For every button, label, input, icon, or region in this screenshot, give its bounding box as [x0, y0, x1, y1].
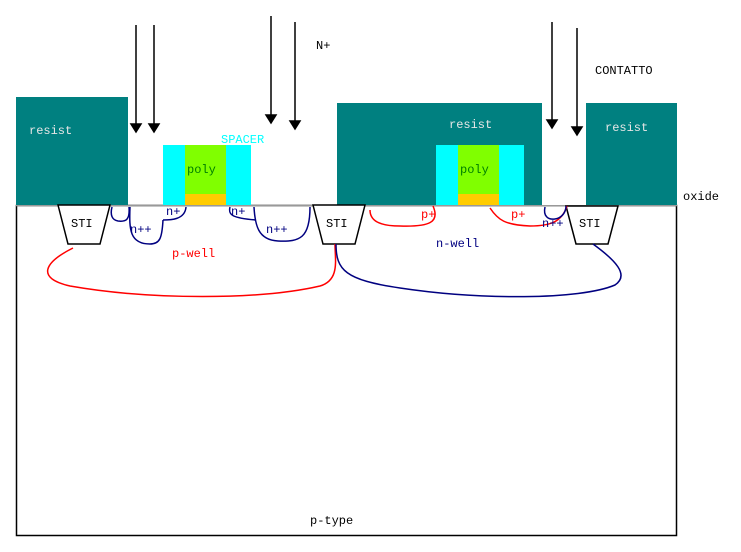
spacer-left [436, 145, 458, 205]
poly-label-left: poly [187, 163, 216, 177]
arrow-head-icon [129, 123, 143, 134]
nmos-gate [163, 145, 251, 205]
substrate-outline [15, 204, 678, 537]
arrow-head-icon [147, 123, 161, 134]
n-p-label-right: n+ [231, 205, 245, 219]
spacer-label: SPACER [221, 133, 264, 147]
n-pp-label-left: n++ [130, 223, 152, 237]
poly-label-right: poly [460, 163, 489, 177]
sti-right [565, 205, 619, 245]
p-p-label-left: p+ [421, 208, 435, 222]
resist-block-left [16, 97, 128, 205]
n-pp-contact-label: n++ [542, 217, 564, 231]
arrow-head-icon [264, 114, 278, 125]
n-well-label: n-well [436, 237, 479, 251]
resist-label-left: resist [29, 124, 72, 138]
p-well-label: p-well [172, 247, 215, 261]
arrow-head-icon [288, 120, 302, 131]
p-p-left [369, 205, 436, 227]
arrow-head-icon [545, 119, 559, 130]
sti-label-left: STI [71, 217, 93, 231]
n-pp-left [129, 206, 164, 245]
gate-oxide [185, 194, 226, 205]
resist-block-right [586, 103, 677, 205]
implant-arrows [129, 16, 584, 137]
p-well-boundary [47, 243, 337, 298]
n-well-boundary [335, 243, 622, 298]
spacer-left [163, 145, 185, 205]
oxide-label: oxide [683, 190, 719, 204]
n-pp-contact [543, 205, 567, 220]
substrate-label: p-type [310, 514, 353, 528]
gate-oxide [458, 194, 499, 205]
sti-left [57, 204, 111, 245]
poly-gate [185, 145, 226, 194]
n-pp-left-small [110, 206, 130, 222]
n-pp-right [253, 206, 311, 242]
p-p-label-right: p+ [511, 208, 525, 222]
n-p-left [162, 206, 187, 221]
poly-gate [458, 145, 499, 194]
sti-label-center: STI [326, 217, 348, 231]
n-pp-label-right: n++ [266, 223, 288, 237]
n-p-label-left: n+ [166, 205, 180, 219]
contatto-label: CONTATTO [595, 64, 653, 78]
spacer-right [226, 145, 251, 205]
sti-label-right: STI [579, 217, 601, 231]
n-plus-implant-label: N+ [316, 39, 330, 53]
pmos-gate [436, 145, 524, 205]
n-p-right [228, 206, 257, 221]
sti-center [312, 204, 366, 245]
arrow-head-icon [570, 126, 584, 137]
resist-label-right: resist [605, 121, 648, 135]
spacer-right [499, 145, 524, 205]
resist-label-center: resist [449, 118, 492, 132]
contact-opening [542, 103, 586, 205]
